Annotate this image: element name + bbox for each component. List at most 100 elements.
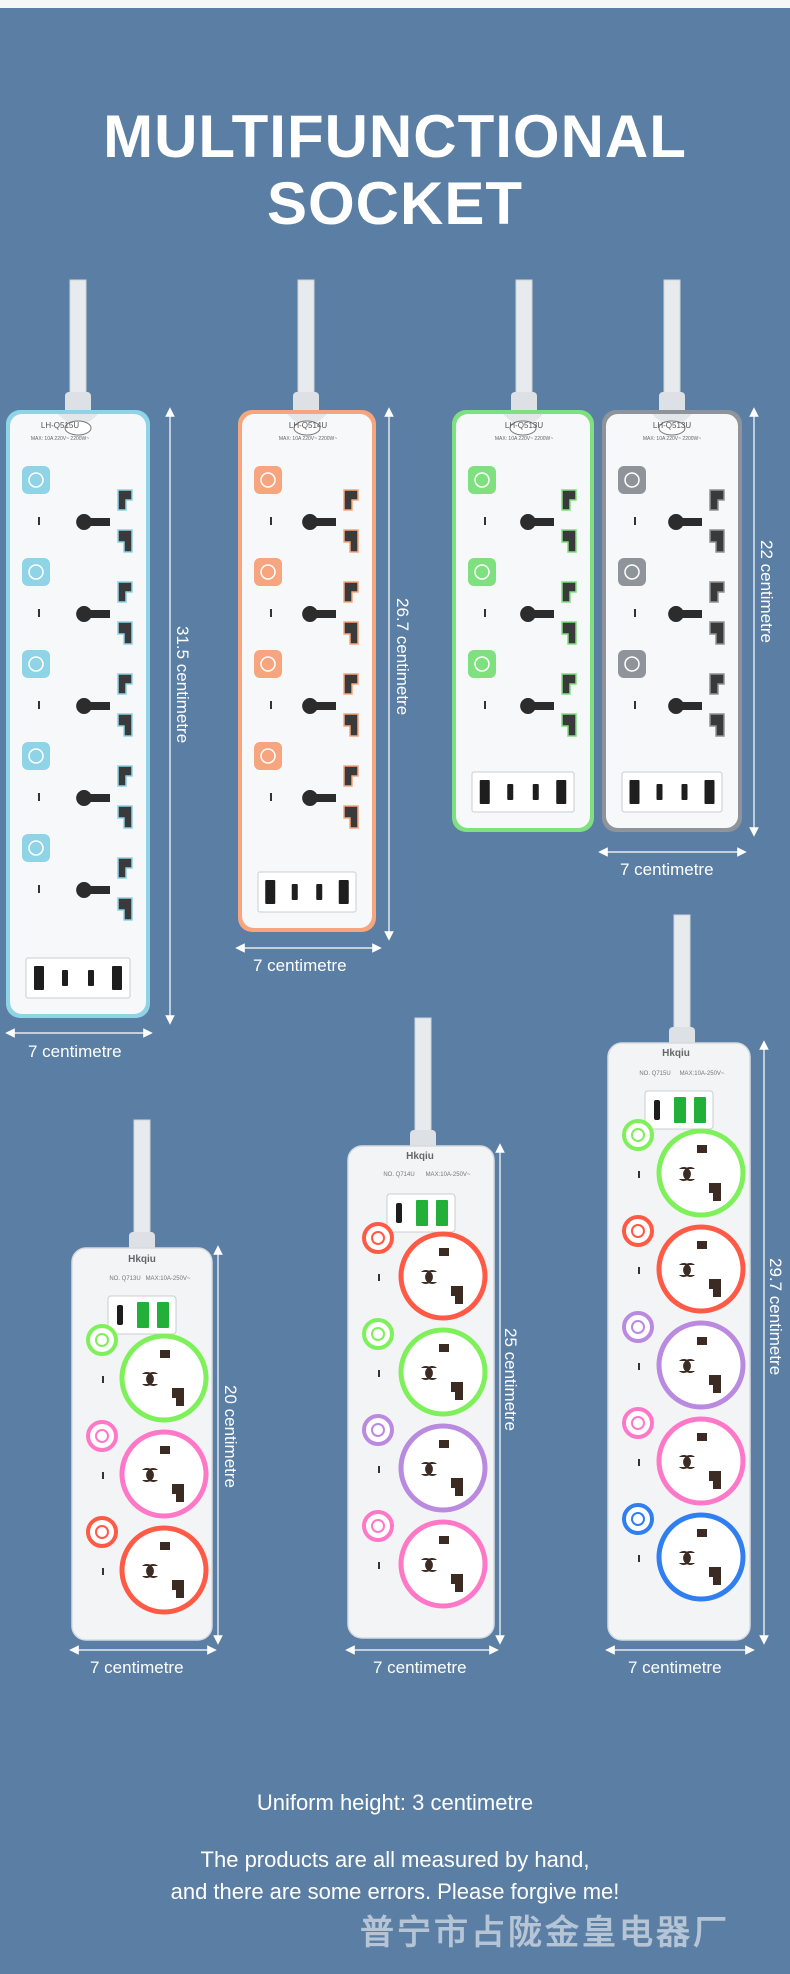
outlet-slot bbox=[676, 518, 702, 526]
cable-strain-relief bbox=[511, 392, 537, 414]
outlet-pin-lower bbox=[561, 621, 577, 645]
power-icon bbox=[474, 656, 490, 672]
usb-port bbox=[338, 880, 349, 904]
usb-a-port bbox=[416, 1200, 428, 1226]
usb-port bbox=[507, 784, 514, 800]
power-icon bbox=[631, 1416, 645, 1430]
indicator-mark bbox=[638, 1171, 640, 1178]
orange-width-label: 7 centimetre bbox=[253, 956, 347, 975]
indicator-mark bbox=[270, 701, 272, 709]
usb-c-port bbox=[654, 1100, 660, 1120]
outlet-pin-top bbox=[439, 1248, 449, 1256]
power-switch bbox=[618, 466, 646, 494]
brand-logo bbox=[658, 420, 686, 436]
power-switch bbox=[254, 466, 282, 494]
usb-port bbox=[88, 970, 94, 986]
usb-port bbox=[316, 884, 323, 900]
small-rating-label: MAX:10A-250V~ bbox=[146, 1276, 191, 1282]
outlet-pin-lower bbox=[343, 805, 359, 829]
strip-top-cap bbox=[58, 414, 98, 425]
title-line-1: MULTIFUNCTIONAL bbox=[103, 103, 687, 170]
power-icon bbox=[260, 472, 276, 488]
outlet-pin-bottom bbox=[709, 1471, 721, 1489]
power-cable bbox=[673, 914, 691, 1046]
cable-strain-relief bbox=[65, 392, 91, 414]
indicator-mark bbox=[378, 1370, 380, 1377]
brand-logo bbox=[293, 420, 321, 436]
outlet-pin-lower bbox=[343, 529, 359, 553]
outlet-pin-middle bbox=[679, 1263, 695, 1278]
power-switch bbox=[86, 1420, 118, 1452]
power-cable bbox=[414, 1017, 432, 1149]
power-icon bbox=[371, 1231, 385, 1245]
outlet-pin-upper bbox=[117, 857, 133, 879]
indicator-mark bbox=[378, 1466, 380, 1473]
power-switch bbox=[622, 1407, 654, 1439]
usb-port bbox=[265, 880, 276, 904]
indicator-mark bbox=[270, 793, 272, 801]
power-icon bbox=[371, 1327, 385, 1341]
outlet-pin-bottom bbox=[451, 1382, 463, 1400]
usb-port bbox=[291, 884, 298, 900]
power-icon bbox=[28, 656, 44, 672]
indicator-mark bbox=[38, 609, 40, 617]
outlet-pin-middle bbox=[421, 1558, 437, 1572]
orange-height-label: 26.7 centimetre bbox=[393, 598, 412, 716]
gray-model-label: LH-Q513U bbox=[653, 421, 691, 430]
outlet-pin-bottom bbox=[172, 1580, 184, 1598]
power-icon bbox=[28, 748, 44, 764]
power-icon bbox=[28, 564, 44, 580]
indicator-mark bbox=[484, 517, 486, 525]
brand-logo bbox=[509, 420, 537, 436]
power-icon bbox=[631, 1512, 645, 1526]
power-icon bbox=[474, 472, 490, 488]
cable-strain-relief bbox=[659, 392, 685, 414]
outlet-pin-lower bbox=[117, 897, 133, 921]
title-line-2: SOCKET bbox=[266, 170, 524, 237]
outlet-ring bbox=[656, 1224, 746, 1314]
power-icon bbox=[631, 1128, 645, 1142]
small-width-label: 7 centimetre bbox=[90, 1658, 184, 1677]
outlet-pin-upper bbox=[343, 581, 359, 603]
outlet-pin-bottom bbox=[451, 1574, 463, 1592]
outlet-slot bbox=[528, 518, 554, 526]
small-height-label: 20 centimetre bbox=[221, 1385, 240, 1488]
power-switch bbox=[22, 742, 50, 770]
power-icon bbox=[624, 472, 640, 488]
usb-c-port bbox=[396, 1203, 402, 1223]
indicator-mark bbox=[102, 1472, 104, 1479]
outlet-pin-lower bbox=[561, 713, 577, 737]
indicator-mark bbox=[638, 1555, 640, 1562]
outlet-slot bbox=[310, 610, 336, 618]
usb-a-port bbox=[157, 1302, 169, 1328]
outlet-pin-lower bbox=[709, 621, 725, 645]
outlet-pin-upper bbox=[117, 489, 133, 511]
power-icon bbox=[631, 1320, 645, 1334]
power-switch bbox=[618, 650, 646, 678]
power-icon bbox=[624, 564, 640, 580]
power-switch bbox=[22, 834, 50, 862]
power-icon bbox=[260, 748, 276, 764]
outlet-pin-lower bbox=[117, 713, 133, 737]
outlet-pin-bottom bbox=[172, 1388, 184, 1406]
outlet-pin-bottom bbox=[451, 1478, 463, 1496]
power-switch bbox=[622, 1119, 654, 1151]
strip-top-cap bbox=[652, 414, 692, 425]
small-model-label: NO. Q713U bbox=[109, 1276, 140, 1282]
power-icon bbox=[28, 840, 44, 856]
outlet-pin-middle bbox=[142, 1564, 158, 1578]
medium-width-label: 7 centimetre bbox=[373, 1658, 467, 1677]
disclaimer-line-1: The products are all measured by hand, bbox=[200, 1847, 590, 1872]
outlet-pin-top bbox=[160, 1350, 170, 1358]
gray-width-label: 7 centimetre bbox=[620, 860, 714, 879]
indicator-mark bbox=[38, 701, 40, 709]
power-switch bbox=[362, 1414, 394, 1446]
outlet-slot bbox=[310, 702, 336, 710]
outlet-pin-middle bbox=[679, 1550, 695, 1566]
power-icon bbox=[95, 1333, 109, 1347]
power-switch bbox=[468, 558, 496, 586]
green-model-label: LH-Q513U bbox=[505, 421, 543, 430]
small-brand-label: Hkqiu bbox=[128, 1254, 156, 1265]
indicator-mark bbox=[638, 1267, 640, 1274]
